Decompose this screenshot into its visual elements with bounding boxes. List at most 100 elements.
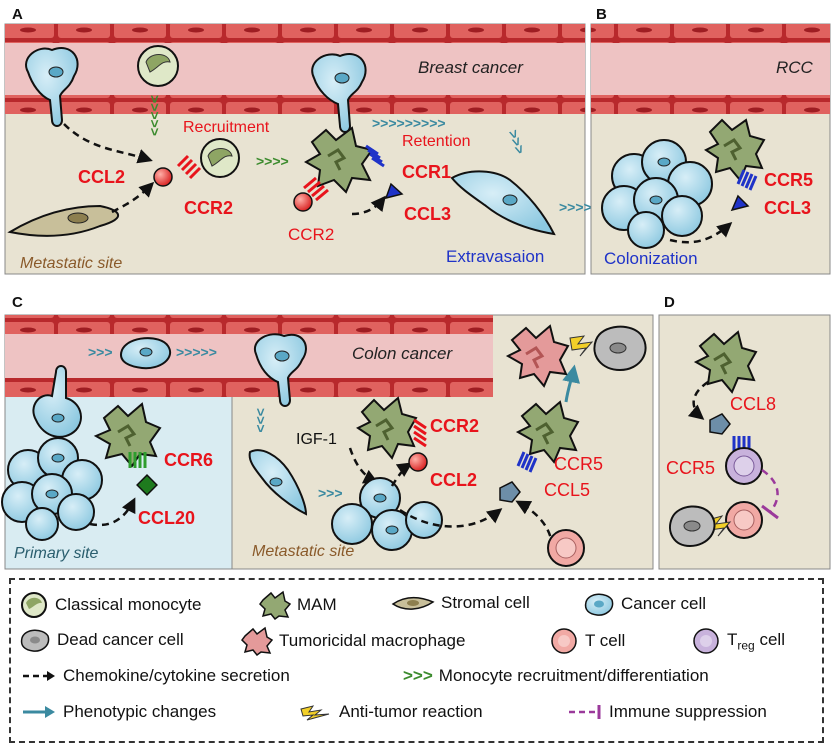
panel-d-label: D [664,294,675,311]
cancer-cell-extravasating [311,53,367,133]
legend-label: T cell [585,631,626,650]
phenotypic-change-arrow [562,364,580,403]
ccr5-b-label: CCR5 [764,170,813,190]
mam-cell [303,126,385,202]
ccl2-c-label: CCL2 [430,470,477,490]
ccl3-ligand [730,194,750,212]
extravasation-label: Extravasaion [446,247,544,266]
legend-label: Phenotypic changes [63,702,217,721]
panel-a-label: A [12,6,23,23]
cancer-cell-extravasating [253,333,307,407]
legend-t-cell: T cell [549,626,625,656]
legend-chemokine-secretion: Chemokine/cytokine secretion [21,666,290,686]
ccl5-ligand [499,481,521,503]
ccr5-receptor [516,451,538,473]
tumor-cluster-primary [1,437,103,541]
vessel-wall-bottom-a [5,95,585,114]
ccr5-receptor [732,436,751,452]
retention-chevrons: >>>>>>>>> [372,115,446,131]
ccl5-c-label: CCL5 [544,480,590,500]
ccr2-small-label: CCR2 [288,225,334,244]
panel-a: A Breast cancer >>>>> Recruitment CCL2 [4,6,586,275]
legend-label-treg: Treg cell [727,629,785,653]
secretion-arrow [390,462,413,487]
circulation-chevrons: >>>>> [176,344,217,360]
ccr5-receptor [736,169,758,191]
vessel-wall-bottom-b [591,95,830,114]
ccl2-ligand [153,167,173,187]
secretion-arrow [89,497,136,527]
ccr2-label: CCR2 [184,198,233,218]
ccl3-ligand [384,182,404,200]
ccl8-ligand [709,413,731,435]
dead-cancer-cell [593,325,647,372]
breast-cancer-label: Breast cancer [418,58,524,77]
secretion-arrow [399,508,503,528]
ccl2-ligand [293,192,313,212]
legend-label: Classical monocyte [55,595,202,614]
tumoricidal-macrophage-icon [241,626,273,656]
secretion-arrow [111,181,155,214]
legend-label: MAM [297,595,337,614]
mam-cell [693,330,758,394]
metastatic-site-label-a: Metastatic site [20,255,122,272]
stromal-cell-icon [391,597,435,610]
dashed-arrow-icon [23,671,55,681]
vessel-wall-top-b [591,24,830,43]
tumor-cluster-metastatic [331,477,443,551]
immune-suppression-arrow [761,468,779,513]
treg-cell-icon [693,628,719,654]
cancer-cell-intravasating [32,365,82,438]
ccl3-label: CCL3 [404,204,451,224]
panel-b-label: B [596,6,607,23]
ccl3-b-label: CCL3 [764,198,811,218]
panel-d: D CCL8 CCR5 [658,294,831,570]
lightning-bolt-icon [300,705,330,721]
colonization-label: Colonization [604,249,698,268]
ccr2-c-label: CCR2 [430,416,479,436]
monocyte-ccr2 [176,138,240,180]
cancer-cell-spindle [450,170,556,236]
mam-cell [93,402,162,468]
igf1-label: IGF-1 [296,431,337,448]
legend-dead-cancer-cell: Dead cancer cell [19,626,184,654]
mam-icon [259,590,291,620]
inhibition-arrow-icon [569,705,601,719]
tumor-cluster [601,139,713,249]
classical-monocyte [137,45,179,87]
cancer-cell-icon [584,593,614,616]
colonization-chevrons: >>>> [559,199,592,215]
ccl2-ligand [408,452,428,472]
legend-stromal-cell: Stromal cell [391,590,530,616]
ccr1-label: CCR1 [402,162,451,182]
ccl20-ligand [136,474,158,496]
ccr2-receptor [303,176,329,202]
ccr1-receptor [365,144,385,168]
metastatic-site-label-c: Metastatic site [252,543,354,560]
classical-monocyte-icon [21,592,47,618]
legend-classical-monocyte: Classical monocyte [19,590,201,620]
rcc-label: RCC [776,58,814,77]
t-cell [547,529,585,567]
vessel-lumen-b [591,43,830,95]
legend-label: Cancer cell [621,594,707,613]
teal-arrow-icon [23,706,55,718]
circulating-cancer-cell [120,337,171,370]
ccl2-label: CCL2 [78,167,125,187]
differentiation-chevrons: >>>> [256,153,289,169]
tumoricidal-macrophage [505,324,570,388]
vessel-wall-top-a [5,24,585,43]
legend-label: Anti-tumor reaction [339,702,483,721]
retention-chevrons: >>> [505,128,528,157]
legend-label: Dead cancer cell [57,630,184,649]
legend-mam: MAM [259,590,337,620]
vessel-lumen-c [5,334,493,378]
secretion-arrow [669,222,733,244]
legend-label: Monocyte recruitment/differentiation [438,666,709,685]
extravasation-chevrons: >>> [253,408,269,433]
t-cell-icon [551,628,577,654]
legend-cancer-cell: Cancer cell [583,590,706,618]
legend-phenotypic-changes: Phenotypic changes [21,702,216,722]
panel-c-label: C [12,294,23,311]
